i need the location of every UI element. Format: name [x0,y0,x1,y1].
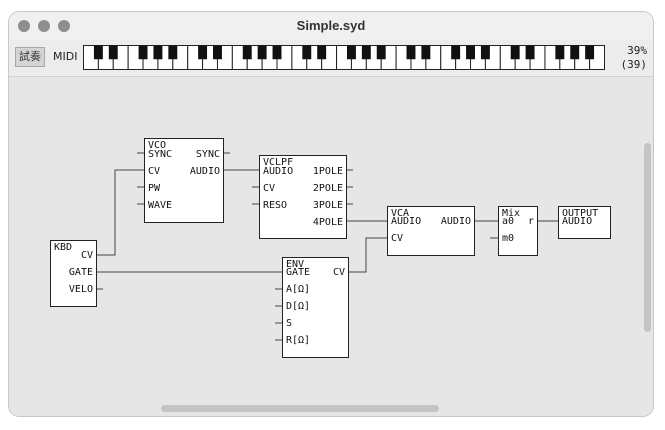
port-out-sync[interactable]: SYNC [195,149,220,160]
module-name: Mix [502,208,521,219]
port-in-release[interactable]: R[Ω] [286,335,311,346]
black-key[interactable] [555,45,565,60]
black-key[interactable] [585,45,595,60]
wire-kbd-cv-to-vco-cv [96,169,144,256]
module-vco[interactable]: VCO SYNC CV PW WAVE SYNC AUDIO [144,138,224,223]
port-out-1pole[interactable]: 1POLE [312,166,343,177]
black-key[interactable] [510,45,520,60]
port-out-audio[interactable]: AUDIO [440,216,471,227]
module-vca[interactable]: VCA AUDIO CV AUDIO [387,206,475,256]
port-out-audio[interactable]: AUDIO [189,166,220,177]
black-key[interactable] [302,45,312,60]
module-env[interactable]: ENV GATE A[Ω] D[Ω] S R[Ω] CV [282,257,349,358]
module-kbd[interactable]: KBD CV GATE VELO [50,240,97,307]
black-key[interactable] [466,45,475,60]
black-key[interactable] [242,45,252,60]
port-in-sync[interactable]: SYNC [148,149,173,160]
black-key[interactable] [406,45,416,60]
port-in-reso[interactable]: RESO [263,200,288,211]
black-key[interactable] [376,45,386,60]
black-key[interactable] [361,45,371,60]
module-name: OUTPUT [562,208,599,219]
port-in-sustain[interactable]: S [286,318,293,329]
port-in-cv[interactable]: CV [148,166,161,177]
zoom-window-button[interactable] [58,20,70,32]
module-output[interactable]: OUTPUT AUDIO [558,206,611,239]
black-key[interactable] [421,45,431,60]
black-key[interactable] [213,45,222,60]
port-in-decay[interactable]: D[Ω] [286,301,311,312]
black-key[interactable] [451,45,461,60]
module-name: VCO [148,140,167,151]
black-key[interactable] [346,45,356,60]
port-in-a0[interactable]: a0 [502,216,515,227]
black-key[interactable] [257,45,267,60]
window-title: Simple.syd [296,18,366,33]
module-name: ENV [286,259,305,270]
app-window: Simple.syd 試奏 MIDI 39% (39) [9,12,653,416]
midi-label: MIDI [53,50,78,63]
port-in-pw[interactable]: PW [148,183,161,194]
black-key[interactable] [198,45,208,60]
black-key[interactable] [272,45,282,60]
horizontal-scrollbar[interactable] [161,405,439,412]
port-out-2pole[interactable]: 2POLE [312,183,343,194]
port-in-gate[interactable]: GATE [286,267,311,278]
port-in-cv[interactable]: CV [391,233,404,244]
piano-keyboard[interactable] [83,45,605,70]
toolbar: 試奏 MIDI 39% (39) [9,40,653,77]
port-in-wave[interactable]: WAVE [148,200,173,211]
close-window-button[interactable] [18,20,30,32]
zoom-count: (39) [620,58,648,71]
black-key[interactable] [153,45,163,60]
port-out-4pole[interactable]: 4POLE [312,217,343,228]
play-test-button[interactable]: 試奏 [15,47,45,67]
black-key[interactable] [317,45,327,60]
black-key[interactable] [570,45,580,60]
vertical-scrollbar[interactable] [644,143,651,332]
black-key[interactable] [525,45,535,60]
module-name: VCLPF [263,157,294,168]
module-name: VCA [391,208,410,219]
module-name: KBD [54,242,73,253]
title-bar: Simple.syd [9,12,653,40]
zoom-percent: 39% [627,44,647,57]
port-in-m0[interactable]: m0 [502,233,515,244]
port-in-audio[interactable]: AUDIO [562,216,593,227]
black-key[interactable] [480,45,490,60]
port-out-cv[interactable]: CV [80,250,93,261]
zoom-readout: 39% (39) [621,44,648,72]
black-key[interactable] [168,45,178,60]
minimize-window-button[interactable] [38,20,50,32]
module-vclpf[interactable]: VCLPF AUDIO CV RESO 1POLE 2POLE 3POLE 4P… [259,155,347,239]
port-out-cv[interactable]: CV [332,267,345,278]
port-out-velo[interactable]: VELO [68,284,93,295]
port-in-cv[interactable]: CV [263,183,276,194]
patch-wires [96,152,558,341]
black-key[interactable] [93,45,103,60]
patch-canvas[interactable]: VCO SYNC CV PW WAVE SYNC AUDIO VCLPF AUD… [9,77,653,416]
black-key[interactable] [138,45,148,60]
port-in-attack[interactable]: A[Ω] [286,284,311,295]
module-mix[interactable]: Mix a0 m0 r [498,206,538,256]
port-out-r[interactable]: r [527,216,534,227]
port-in-audio[interactable]: AUDIO [263,166,294,177]
wire-env-cv-to-vca-cv [348,237,387,273]
port-in-audio[interactable]: AUDIO [391,216,422,227]
port-out-3pole[interactable]: 3POLE [312,200,343,211]
black-key[interactable] [108,45,118,60]
port-out-gate[interactable]: GATE [68,267,93,278]
